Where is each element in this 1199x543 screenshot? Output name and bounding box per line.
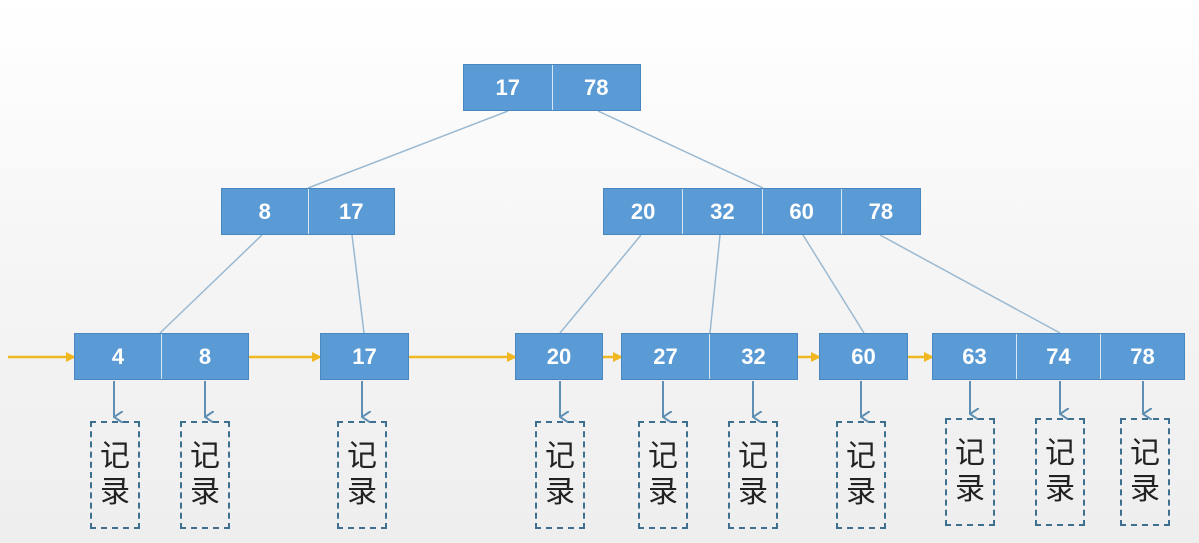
edge-internal-right-to-leaf-60: [802, 234, 865, 334]
record-arrows: [113, 381, 1143, 417]
record-label-char: 记: [738, 439, 768, 474]
internal-key: 8: [258, 198, 271, 224]
root-node: 17 78: [463, 64, 641, 111]
leaf-node-1: 4 8: [74, 333, 249, 380]
edge-internal-left-to-leaf-4-8: [159, 234, 263, 334]
internal-key: 20: [630, 198, 656, 224]
leaf-node-6: 63 74 78: [932, 333, 1185, 380]
record-label-char: 记: [648, 439, 678, 474]
edge-root-to-internal-left: [307, 110, 509, 189]
root-key: 78: [551, 65, 641, 110]
edge-internal-right-to-leaf-63-74-78: [879, 234, 1061, 334]
leaf-node-4: 27 32: [621, 333, 798, 380]
record-box: 记 录: [535, 421, 585, 529]
internal-key: 17: [307, 189, 395, 234]
record-box: 记 录: [1035, 418, 1085, 526]
root-key: 17: [495, 74, 520, 100]
record-label-char: 录: [100, 475, 130, 510]
internal-node-right: 20 32 60 78: [603, 188, 921, 235]
leaf-key: 74: [1016, 334, 1100, 379]
leaf-key: 20: [546, 343, 572, 369]
record-box: 记 录: [945, 418, 995, 526]
leaf-key: 8: [161, 334, 248, 379]
record-box: 记 录: [337, 421, 387, 529]
record-label-char: 录: [347, 475, 377, 510]
internal-key: 60: [761, 189, 841, 234]
record-label-char: 录: [190, 475, 220, 510]
record-label-char: 记: [190, 439, 220, 474]
internal-key: 32: [682, 189, 761, 234]
edge-internal-right-to-leaf-27-32: [709, 234, 721, 334]
record-label-char: 记: [1130, 436, 1160, 471]
record-label-char: 录: [1130, 472, 1160, 507]
record-label-char: 记: [347, 439, 377, 474]
internal-node-left: 8 17: [221, 188, 395, 235]
internal-key: 78: [840, 189, 920, 234]
record-label-char: 录: [846, 475, 876, 510]
record-label-char: 记: [545, 439, 575, 474]
record-label-char: 录: [955, 472, 985, 507]
record-box: 记 录: [180, 421, 230, 529]
edge-internal-left-to-leaf-17: [351, 234, 365, 334]
leaf-key: 63: [962, 343, 987, 369]
leaf-key: 17: [352, 343, 377, 369]
record-box: 记 录: [1120, 418, 1170, 526]
leaf-node-5: 60: [819, 333, 908, 380]
record-box: 记 录: [90, 421, 140, 529]
record-label-char: 录: [738, 475, 768, 510]
record-box: 记 录: [728, 421, 778, 529]
leaf-key: 32: [709, 334, 797, 379]
leaf-key: 4: [111, 343, 125, 369]
record-label-char: 录: [1045, 472, 1075, 507]
record-label-char: 录: [648, 475, 678, 510]
edge-internal-right-to-leaf-20: [559, 234, 642, 334]
leaf-key: 60: [851, 343, 876, 369]
record-label-char: 记: [1045, 436, 1075, 471]
record-label-char: 记: [955, 436, 985, 471]
record-label-char: 录: [545, 475, 575, 510]
record-box: 记 录: [836, 421, 886, 529]
tree-edges: [159, 110, 1061, 334]
record-box: 记 录: [638, 421, 688, 529]
leaf-key: 78: [1100, 334, 1184, 379]
leaf-key: 27: [653, 343, 678, 369]
edge-root-to-internal-right: [597, 110, 764, 189]
leaf-node-2: 17: [320, 333, 409, 380]
record-label-char: 记: [100, 439, 130, 474]
record-label-char: 记: [846, 439, 876, 474]
leaf-node-3: 20: [515, 333, 603, 380]
